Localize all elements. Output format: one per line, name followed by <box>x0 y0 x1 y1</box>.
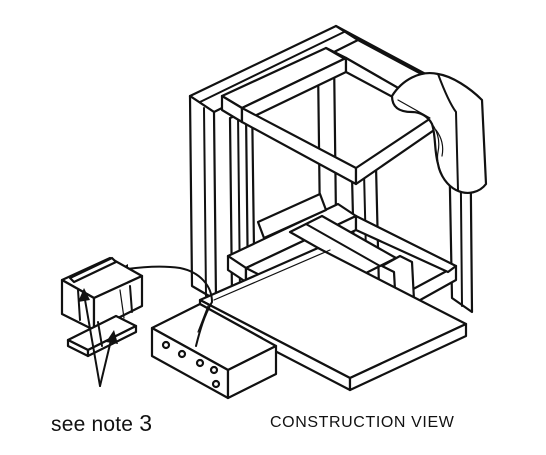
bolt-hole-1 <box>161 340 171 350</box>
note-leaders <box>78 288 125 387</box>
front-sill <box>150 302 278 400</box>
bolt-hole-2 <box>177 349 187 359</box>
view-title: CONSTRUCTION VIEW <box>270 414 455 431</box>
cutaway-cover <box>390 72 488 194</box>
note-label: see note 3 <box>51 410 152 437</box>
note-number: 3 <box>139 410 153 436</box>
note-prefix: see note <box>51 413 134 436</box>
bolt-hole-3 <box>195 358 205 368</box>
bolt-hole-4 <box>209 365 219 375</box>
detail-bracket <box>60 256 144 358</box>
bolt-hole-5 <box>211 379 221 389</box>
